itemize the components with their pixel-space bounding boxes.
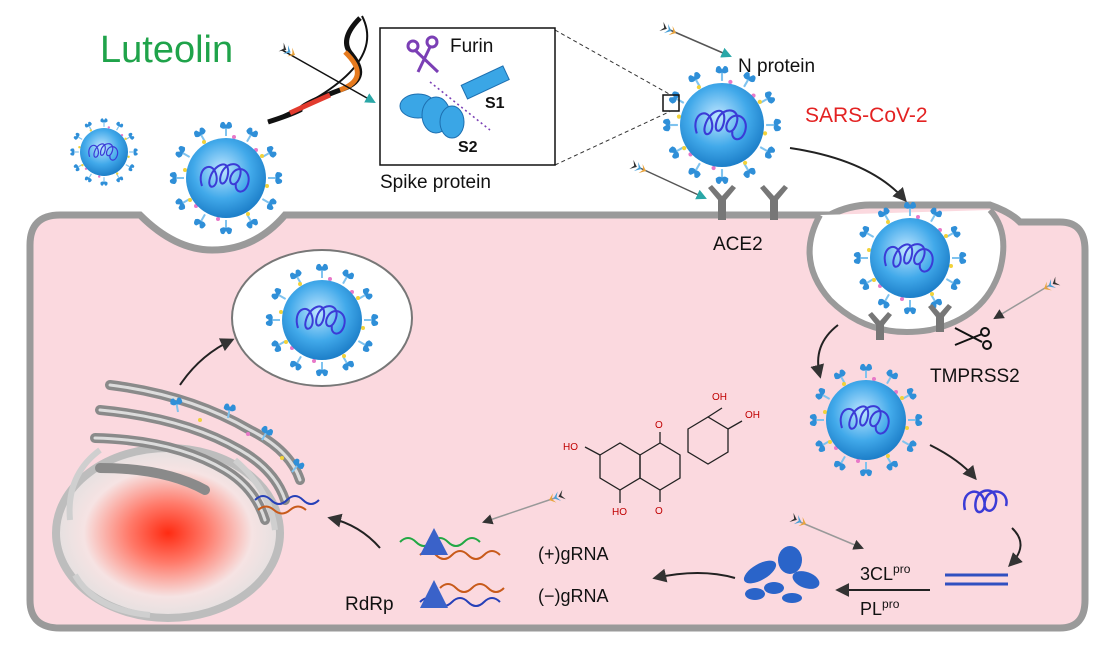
tmprss2-scissors-icon xyxy=(954,327,992,350)
tmprss2-receptors xyxy=(868,304,952,340)
chem-o-top: O xyxy=(655,420,663,431)
label-s2: S2 xyxy=(458,139,478,156)
s1-subunit xyxy=(460,65,510,100)
label-neg-grna: (−)gRNA xyxy=(538,586,609,606)
chem-oh-right: OH xyxy=(745,410,760,421)
bow-icon xyxy=(267,15,376,125)
chem-o-bottom: O xyxy=(655,506,663,517)
golgi-spikes xyxy=(168,396,307,477)
label-rdrp: RdRp xyxy=(345,594,394,615)
nonstructural-proteins xyxy=(743,546,820,603)
golgi-rna xyxy=(254,495,320,505)
label-sars-cov-2: SARS-CoV-2 xyxy=(805,104,928,127)
label-pos-grna: (+)gRNA xyxy=(538,544,609,564)
rdrp-icon-bottom xyxy=(420,580,448,608)
scissors-icon xyxy=(406,35,440,74)
rdrp-icon-top xyxy=(420,528,448,555)
molecule-icon xyxy=(584,407,743,503)
chem-oh-top: OH xyxy=(712,392,727,403)
label-s1: S1 xyxy=(485,95,505,112)
label-spike-protein: Spike protein xyxy=(380,172,491,193)
grna-strand-pos xyxy=(399,537,481,547)
chem-ho-left: HO xyxy=(563,442,578,453)
label-tmprss2: TMPRSS2 xyxy=(930,366,1020,387)
label-3clpro: 3CLpro xyxy=(860,562,911,584)
label-plpro: PLpro xyxy=(860,597,900,619)
title-luteolin: Luteolin xyxy=(100,29,233,71)
label-furin: Furin xyxy=(450,36,493,57)
label-ace2: ACE2 xyxy=(713,234,763,255)
viral-rna xyxy=(962,489,1008,514)
label-n-protein: N protein xyxy=(738,56,815,77)
s2-subunit xyxy=(399,93,465,139)
chem-ho-bottom: HO xyxy=(612,507,627,518)
receptor-icon xyxy=(708,185,788,220)
